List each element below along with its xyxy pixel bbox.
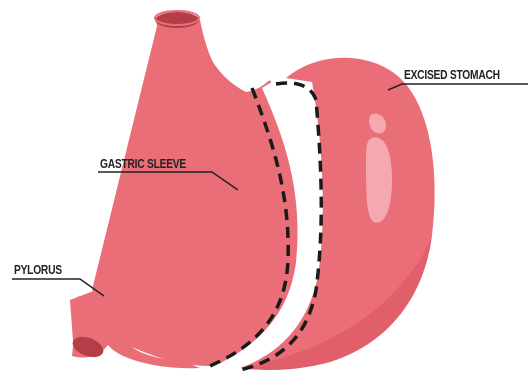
gastric-sleeve-label: GASTRIC SLEEVE bbox=[100, 157, 186, 171]
excised-stomach-label: EXCISED STOMACH bbox=[404, 68, 500, 82]
highlight-large bbox=[366, 137, 392, 222]
pylorus-label: PYLORUS bbox=[14, 263, 62, 277]
